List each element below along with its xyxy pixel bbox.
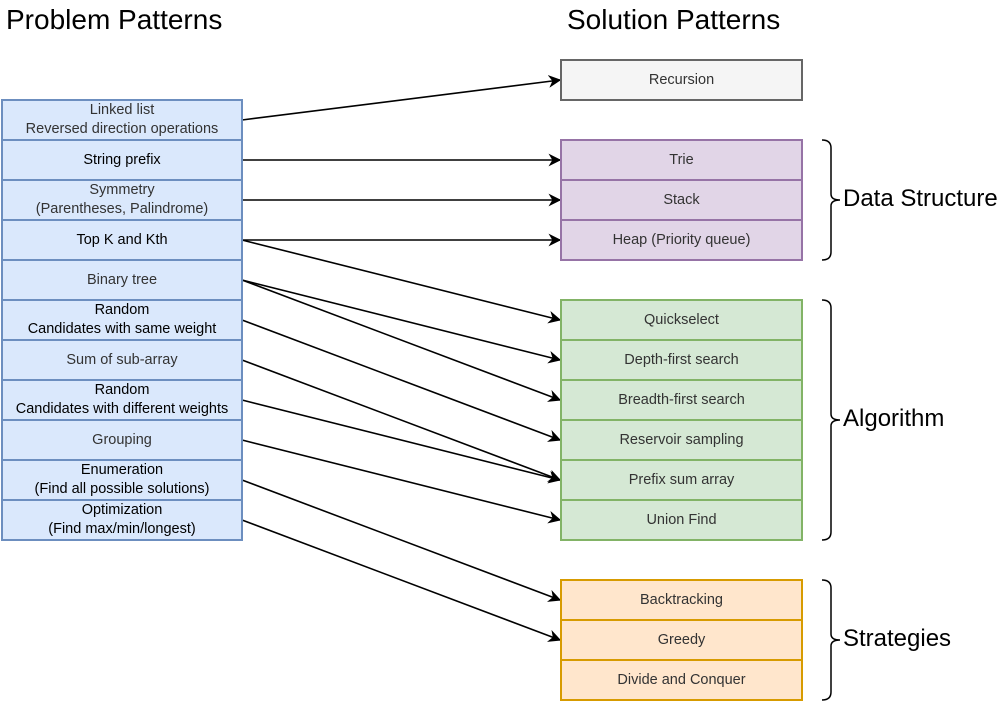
arrow-optimization-to-greedy: [241, 519, 562, 642]
solution-label: Stack: [663, 191, 700, 208]
problem-label: Grouping: [92, 431, 152, 448]
problem-box-string-prefix[interactable]: String prefix: [1, 139, 243, 181]
problem-box-random-same[interactable]: Random Candidates with same weight: [1, 299, 243, 341]
solution-box-stack[interactable]: Stack: [560, 179, 803, 221]
problem-patterns-heading: Problem Patterns: [6, 4, 223, 35]
solution-label: Quickselect: [644, 311, 719, 328]
solution-label: Recursion: [648, 71, 715, 88]
arrow-top-k-to-quickselect: [241, 239, 562, 324]
problem-label: Top K and Kth: [76, 231, 168, 248]
problem-label: Binary tree: [86, 271, 158, 288]
problem-label: Random Candidates with same weight: [27, 302, 217, 337]
solution-box-trie[interactable]: Trie: [560, 139, 803, 181]
solution-label: Union Find: [646, 511, 717, 528]
solution-box-quickselect[interactable]: Quickselect: [560, 299, 803, 341]
problem-box-sum-subarray[interactable]: Sum of sub-array: [1, 339, 243, 381]
solution-label: Prefix sum array: [628, 471, 735, 488]
problem-box-optimization[interactable]: Optimization (Find max/min/longest): [1, 499, 243, 541]
arrow-random-same-to-reservoir: [241, 319, 562, 442]
problem-label: Linked list Reversed direction operation…: [25, 102, 219, 137]
solution-patterns-heading: Solution Patterns: [567, 4, 781, 35]
problem-box-symmetry[interactable]: Symmetry (Parentheses, Palindrome): [1, 179, 243, 221]
problem-box-top-k[interactable]: Top K and Kth: [1, 219, 243, 261]
solution-label: Depth-first search: [624, 351, 739, 368]
solution-box-backtracking[interactable]: Backtracking: [560, 579, 803, 621]
solution-box-union-find[interactable]: Union Find: [560, 499, 803, 541]
solution-box-divide-conquer[interactable]: Divide and Conquer: [560, 659, 803, 701]
group-label-data-structure: Data Structure: [843, 185, 998, 212]
solution-box-prefix-sum[interactable]: Prefix sum array: [560, 459, 803, 501]
arrow-random-diff-to-prefix-sum: [241, 399, 562, 484]
solution-label: Divide and Conquer: [617, 671, 746, 688]
problem-label: Random Candidates with different weights: [15, 382, 229, 417]
curly-bracket-strategies: [821, 579, 841, 701]
solution-box-heap[interactable]: Heap (Priority queue): [560, 219, 803, 261]
problem-box-binary-tree[interactable]: Binary tree: [1, 259, 243, 301]
problem-box-random-diff[interactable]: Random Candidates with different weights: [1, 379, 243, 421]
solution-box-recursion[interactable]: Recursion: [560, 59, 803, 101]
arrow-binary-tree-to-dfs: [241, 279, 562, 364]
solution-box-dfs[interactable]: Depth-first search: [560, 339, 803, 381]
problem-box-linked-list[interactable]: Linked list Reversed direction operation…: [1, 99, 243, 141]
solution-label: Backtracking: [639, 591, 723, 608]
problem-label: Symmetry (Parentheses, Palindrome): [35, 182, 209, 217]
solution-label: Reservoir sampling: [619, 431, 744, 448]
arrow-binary-tree-to-bfs: [241, 279, 562, 402]
arrow-grouping-to-union-find: [241, 439, 562, 524]
arrow-sum-subarray-to-prefix-sum: [241, 359, 562, 482]
problem-label: Enumeration (Find all possible solutions…: [34, 462, 210, 497]
solution-box-reservoir[interactable]: Reservoir sampling: [560, 419, 803, 461]
solution-label: Breadth-first search: [618, 391, 745, 408]
arrow-enumeration-to-backtracking: [241, 479, 562, 602]
curly-bracket-data-structure: [821, 139, 841, 261]
curly-bracket-algorithm: [821, 299, 841, 541]
solution-label: Greedy: [657, 631, 706, 648]
problem-label: String prefix: [83, 151, 161, 168]
solution-label: Trie: [669, 151, 694, 168]
arrow-linked-list-to-recursion: [241, 75, 562, 121]
solution-box-greedy[interactable]: Greedy: [560, 619, 803, 661]
problem-label: Optimization (Find max/min/longest): [48, 502, 196, 537]
group-label-strategies: Strategies: [843, 625, 952, 652]
solution-label: Heap (Priority queue): [612, 231, 751, 248]
problem-label: Sum of sub-array: [66, 351, 178, 368]
problem-box-grouping[interactable]: Grouping: [1, 419, 243, 461]
solution-box-bfs[interactable]: Breadth-first search: [560, 379, 803, 421]
group-label-algorithm: Algorithm: [843, 405, 945, 432]
problem-box-enumeration[interactable]: Enumeration (Find all possible solutions…: [1, 459, 243, 501]
